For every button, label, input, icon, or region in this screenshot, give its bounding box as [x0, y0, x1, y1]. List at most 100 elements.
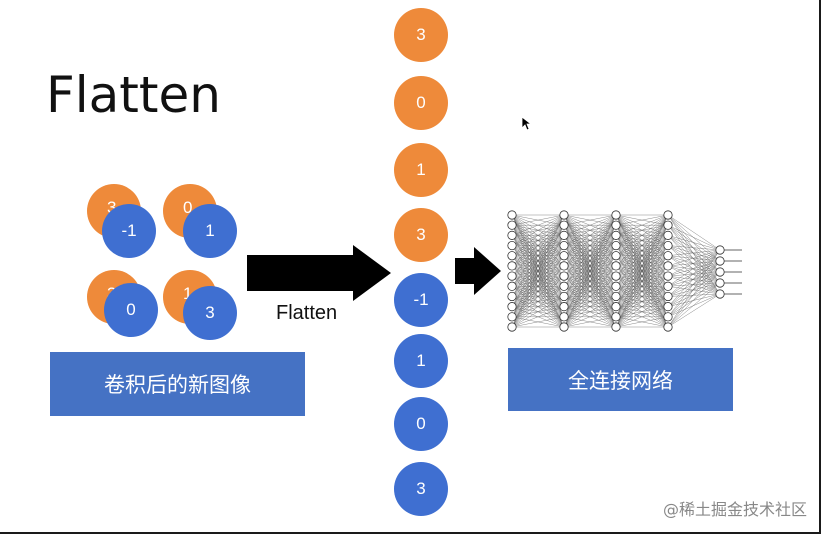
nn-edge [563, 214, 617, 246]
nn-node [663, 230, 673, 240]
nn-edge [667, 214, 721, 295]
nn-edge [615, 275, 669, 328]
nn-edge [667, 235, 721, 284]
nn-node [559, 210, 569, 220]
nn-edge [615, 296, 669, 328]
nn-node [559, 302, 569, 312]
nn-node [559, 271, 569, 281]
nn-node [507, 291, 517, 302]
nn-edge [511, 286, 565, 328]
nn-edge [667, 260, 721, 277]
nn-edge [563, 214, 617, 328]
nn-edge [563, 214, 617, 256]
nn-edge [615, 214, 669, 297]
nn-node [611, 240, 621, 251]
nn-edge [667, 249, 721, 287]
nn-edge [615, 214, 669, 307]
nn-edge [563, 214, 617, 236]
nn-node [611, 220, 621, 230]
nn-edge [667, 249, 721, 328]
nn-edge [615, 245, 669, 328]
nn-edge [615, 255, 669, 328]
nn-node [611, 251, 621, 261]
nn-node [611, 281, 621, 291]
nn-node [507, 302, 517, 312]
nn-edge [615, 286, 669, 328]
nn-edge [511, 275, 565, 328]
nn-node [715, 256, 725, 266]
nn-node [611, 230, 621, 240]
nn-node [559, 240, 569, 251]
nn-node [559, 261, 569, 271]
nn-edge [511, 255, 565, 328]
nn-edge [667, 282, 721, 328]
nn-edge [563, 214, 617, 267]
nn-node [715, 289, 725, 299]
nn-edge [511, 235, 565, 328]
flattened-node-6: 1 [394, 334, 448, 388]
nn-node [507, 230, 517, 240]
nn-node [663, 302, 673, 312]
nn-node [663, 271, 673, 281]
nn-edge [667, 225, 721, 262]
nn-edge [667, 235, 721, 262]
flattened-node-4: 3 [394, 208, 448, 262]
nn-edge [667, 235, 721, 295]
nn-edge [667, 286, 721, 295]
nn-edge [667, 260, 721, 307]
nn-edge [667, 225, 721, 284]
nn-edge [615, 306, 669, 328]
nn-node [611, 312, 621, 322]
nn-node [559, 281, 569, 291]
nn-edge [563, 286, 617, 328]
nn-edge [667, 260, 721, 287]
nn-node [611, 302, 621, 312]
nn-edge [511, 214, 565, 287]
nn-node [559, 230, 569, 240]
flattened-node-7: 0 [394, 397, 448, 451]
nn-node [663, 322, 673, 332]
feature-map-front-4: 3 [183, 286, 237, 340]
feature-map-front-3: 0 [104, 283, 158, 337]
fully-connected-network-label: 全连接网络 [508, 348, 733, 411]
nn-edge [563, 214, 617, 317]
nn-node [559, 220, 569, 230]
nn-edge [667, 275, 721, 295]
nn-edge [615, 214, 669, 328]
nn-edge [563, 306, 617, 328]
nn-edge [667, 255, 721, 273]
nn-node [507, 322, 517, 332]
nn-edge [667, 214, 721, 284]
nn-edge [667, 255, 721, 284]
nn-edge [563, 225, 617, 328]
nn-node [611, 261, 621, 271]
watermark: @稀土掘金技术社区 [662, 500, 807, 519]
nn-edge [667, 214, 721, 262]
nn-edge [667, 249, 721, 297]
nn-edge [667, 265, 721, 284]
nn-edge [667, 245, 721, 284]
slide-title: Flatten [46, 66, 221, 124]
feature-map-front-2: 1 [183, 204, 237, 258]
nn-edge [667, 271, 721, 287]
flattened-node-5: -1 [394, 273, 448, 327]
nn-edge [667, 245, 721, 273]
nn-edge [667, 282, 721, 317]
nn-node [663, 220, 673, 230]
nn-edge [667, 271, 721, 307]
nn-edge [511, 214, 565, 307]
nn-edge [667, 265, 721, 273]
nn-edge [563, 265, 617, 328]
flattened-node-2: 0 [394, 76, 448, 130]
nn-edge [563, 255, 617, 328]
nn-edge [667, 245, 721, 251]
nn-edge [511, 225, 565, 328]
flatten-arrow [247, 245, 391, 301]
nn-edge [667, 282, 721, 287]
nn-edge [615, 214, 669, 277]
nn-node [663, 240, 673, 251]
nn-edge [563, 214, 617, 307]
nn-edge [667, 271, 721, 317]
nn-edge [667, 260, 721, 328]
